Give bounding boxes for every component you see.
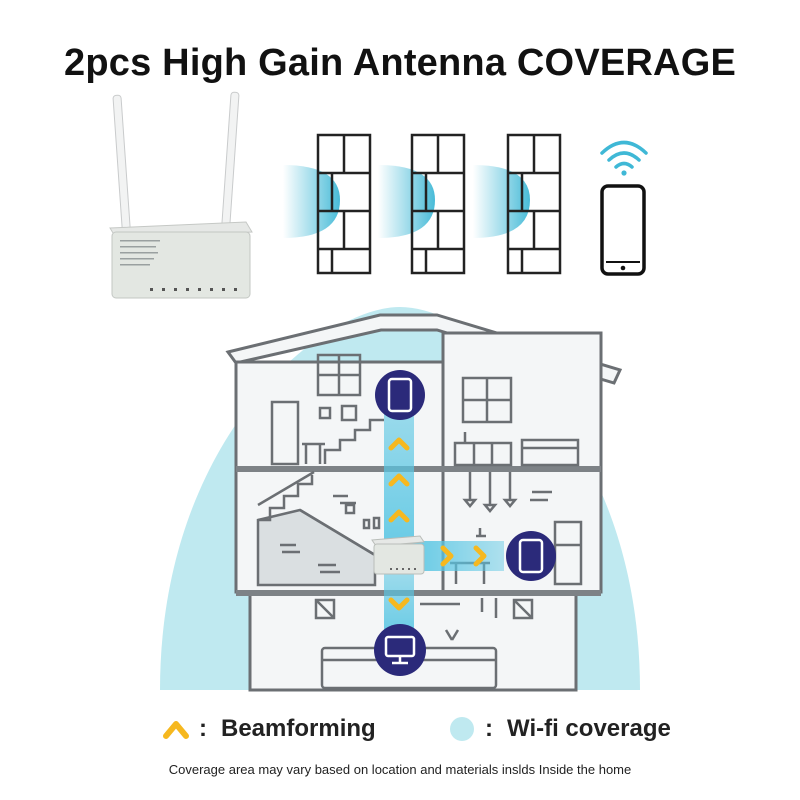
tablet-icon <box>506 531 556 581</box>
monitor-icon <box>374 624 426 676</box>
legend-coverage: : Wi-fi coverage <box>449 712 671 746</box>
signal-waves <box>283 165 530 238</box>
legend-coverage-label: Wi-fi coverage <box>507 715 671 742</box>
wifi-icon <box>600 140 648 176</box>
legend-separator: : <box>199 715 207 742</box>
house <box>225 313 623 692</box>
legend-beamforming: : Beamforming <box>163 712 376 746</box>
footnote: Coverage area may vary based on location… <box>168 762 632 777</box>
smartphone-icon <box>600 184 646 276</box>
brick-wall-icon <box>410 133 466 275</box>
tablet-icon <box>375 370 425 420</box>
brick-wall-icon <box>316 133 372 275</box>
legend-separator: : <box>485 715 493 742</box>
coverage-dot-icon <box>450 717 474 741</box>
router-icon <box>109 91 253 299</box>
beamforming-chevron-icon <box>163 721 189 739</box>
router-icon <box>371 535 425 575</box>
brick-wall-icon <box>506 133 562 275</box>
legend-beamforming-label: Beamforming <box>221 715 376 742</box>
beamforming-chevron-icon <box>388 437 487 611</box>
page-title: 2pcs High Gain Antenna COVERAGE <box>64 42 736 84</box>
